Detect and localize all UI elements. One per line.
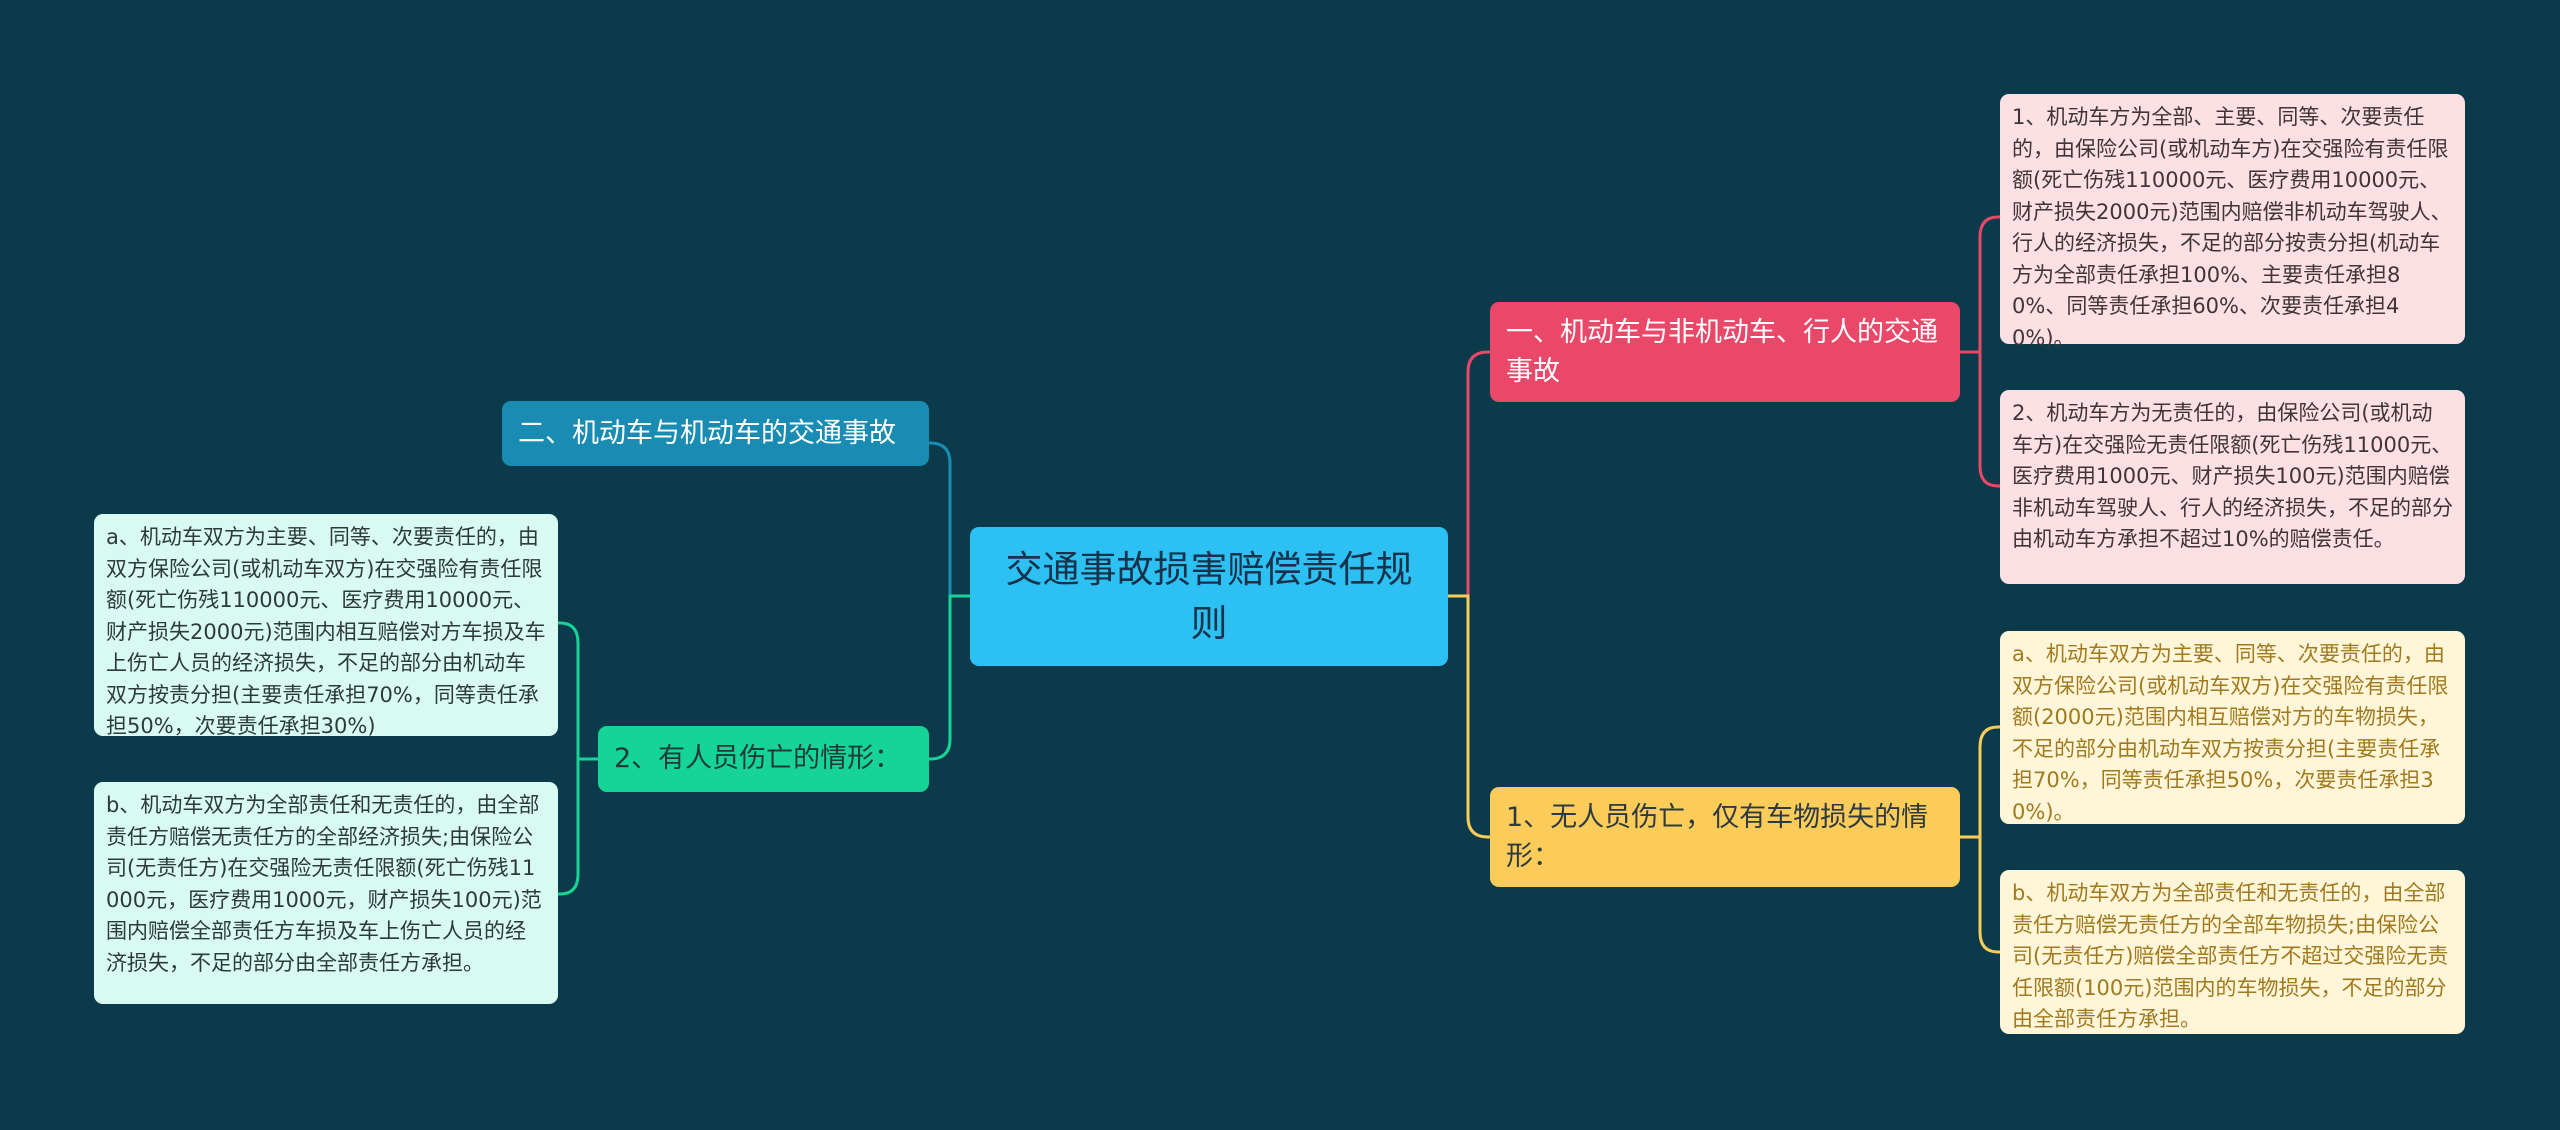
root-topic[interactable]: 交通事故损害赔偿责任规则 (970, 527, 1448, 666)
leaf-injury-a-text: a、机动车双方为主要、同等、次要责任的，由双方保险公司(或机动车双方)在交强险有… (106, 525, 546, 738)
link-root-injury (929, 594, 970, 761)
link-root-motor (929, 441, 970, 598)
branch-motor-label: 二、机动车与机动车的交通事故 (518, 417, 896, 449)
branch-injury-label: 2、有人员伤亡的情形： (614, 743, 902, 775)
link-root-property (1448, 594, 1490, 839)
leaf-property-b-text: b、机动车双方为全部责任和无责任的，由全部责任方赔偿无责任方的全部车物损失;由保… (2012, 881, 2449, 1031)
branch-injury[interactable]: 2、有人员伤亡的情形： (598, 726, 929, 792)
root-topic-label: 交通事故损害赔偿责任规则 (1005, 547, 1413, 645)
leaf-injury-b[interactable]: b、机动车双方为全部责任和无责任的，由全部责任方赔偿无责任方的全部经济损失;由保… (94, 782, 558, 1004)
link-property-itema (1960, 725, 2000, 839)
link-nonmotor-item2 (1960, 350, 2000, 488)
leaf-property-a-text: a、机动车双方为主要、同等、次要责任的，由双方保险公司(或机动车双方)在交强险有… (2012, 642, 2449, 824)
link-injury-itemb (558, 757, 598, 896)
branch-nonmotor[interactable]: 一、机动车与非机动车、行人的交通事故 (1490, 302, 1960, 402)
branch-nonmotor-label: 一、机动车与非机动车、行人的交通事故 (1506, 316, 1938, 387)
link-root-nonmotor (1448, 350, 1490, 598)
leaf-nonmotor-1[interactable]: 1、机动车方为全部、主要、同等、次要责任的，由保险公司(或机动车方)在交强险有责… (2000, 94, 2465, 350)
leaf-nonmotor-2[interactable]: 2、机动车方为无责任的，由保险公司(或机动车方)在交强险无责任限额(死亡伤残11… (2000, 390, 2465, 584)
leaf-injury-b-text: b、机动车双方为全部责任和无责任的，由全部责任方赔偿无责任方的全部经济损失;由保… (106, 793, 542, 975)
branch-property[interactable]: 1、无人员伤亡，仅有车物损失的情形： (1490, 787, 1960, 887)
link-injury-itema (558, 621, 598, 761)
link-property-itemb (1960, 835, 2000, 954)
leaf-nonmotor-1-text: 1、机动车方为全部、主要、同等、次要责任的，由保险公司(或机动车方)在交强险有责… (2012, 105, 2452, 350)
link-nonmotor-item1 (1960, 215, 2000, 354)
branch-property-label: 1、无人员伤亡，仅有车物损失的情形： (1506, 801, 1929, 872)
leaf-property-a[interactable]: a、机动车双方为主要、同等、次要责任的，由双方保险公司(或机动车双方)在交强险有… (2000, 631, 2465, 824)
branch-motor[interactable]: 二、机动车与机动车的交通事故 (502, 401, 929, 466)
leaf-property-b[interactable]: b、机动车双方为全部责任和无责任的，由全部责任方赔偿无责任方的全部车物损失;由保… (2000, 870, 2465, 1034)
leaf-injury-a[interactable]: a、机动车双方为主要、同等、次要责任的，由双方保险公司(或机动车双方)在交强险有… (94, 514, 558, 738)
leaf-nonmotor-2-text: 2、机动车方为无责任的，由保险公司(或机动车方)在交强险无责任限额(死亡伤残11… (2012, 401, 2453, 551)
